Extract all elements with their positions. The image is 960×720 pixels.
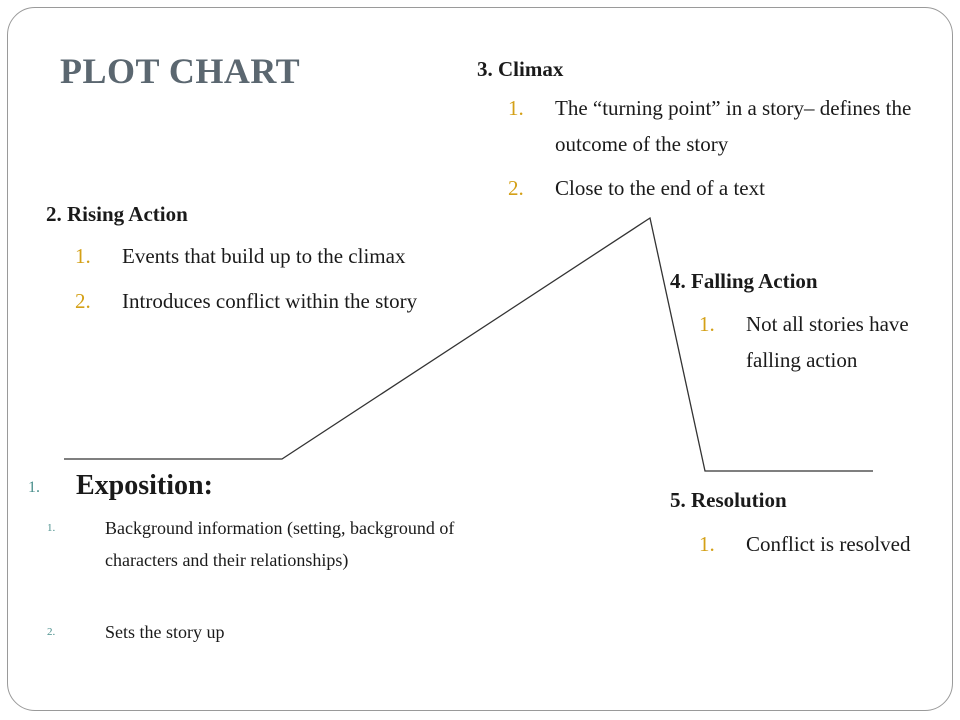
exposition-item-2-number: 2. xyxy=(47,626,56,638)
climax-heading: 3. Climax xyxy=(477,57,564,81)
climax-item-2-text: Close to the end of a text xyxy=(555,176,765,200)
exposition-heading-text: Exposition: xyxy=(76,470,213,501)
plot-line xyxy=(64,216,873,472)
resolution-heading: 5. Resolution xyxy=(670,488,787,512)
rising-action-item-1-number: 1. xyxy=(75,244,91,268)
exposition-item-1-text: Background information (setting, backgro… xyxy=(105,518,455,570)
rising-action-item-2: 2. Introduces conflict within the story xyxy=(75,283,502,319)
rising-action-item-1-text: Events that build up to the climax xyxy=(122,244,406,268)
exposition-item-2: 2. Sets the story up xyxy=(47,616,455,648)
exposition-number: 1. xyxy=(28,478,40,496)
rising-action-heading: 2. Rising Action xyxy=(46,202,188,226)
climax-item-1-text: The “turning point” in a story– defines … xyxy=(555,96,912,156)
exposition-item-1: 1. Background information (setting, back… xyxy=(47,512,455,576)
exposition-item-1-number: 1. xyxy=(47,522,56,534)
exposition-heading: 1. Exposition: xyxy=(28,470,213,502)
climax-item-2-number: 2. xyxy=(508,176,524,200)
resolution-item-1-text: Conflict is resolved xyxy=(746,532,911,556)
climax-item-2: 2. Close to the end of a text xyxy=(508,170,915,206)
falling-action-item-1: 1. Not all stories have falling action xyxy=(699,306,951,378)
climax-item-1-number: 1. xyxy=(508,96,524,120)
climax-item-1: 1. The “turning point” in a story– defin… xyxy=(508,90,915,162)
resolution-item-1: 1. Conflict is resolved xyxy=(699,526,951,562)
page-title: PLOT CHART xyxy=(60,51,301,91)
rising-action-item-1: 1. Events that build up to the climax xyxy=(75,238,502,274)
exposition-item-2-text: Sets the story up xyxy=(105,622,225,642)
falling-action-heading: 4. Falling Action xyxy=(670,269,818,293)
slide-frame xyxy=(7,7,953,711)
rising-action-item-2-text: Introduces conflict within the story xyxy=(122,289,418,313)
falling-action-item-1-text: Not all stories have falling action xyxy=(746,312,909,372)
rising-action-item-2-number: 2. xyxy=(75,289,91,313)
falling-action-item-1-number: 1. xyxy=(699,312,715,336)
resolution-item-1-number: 1. xyxy=(699,532,715,556)
